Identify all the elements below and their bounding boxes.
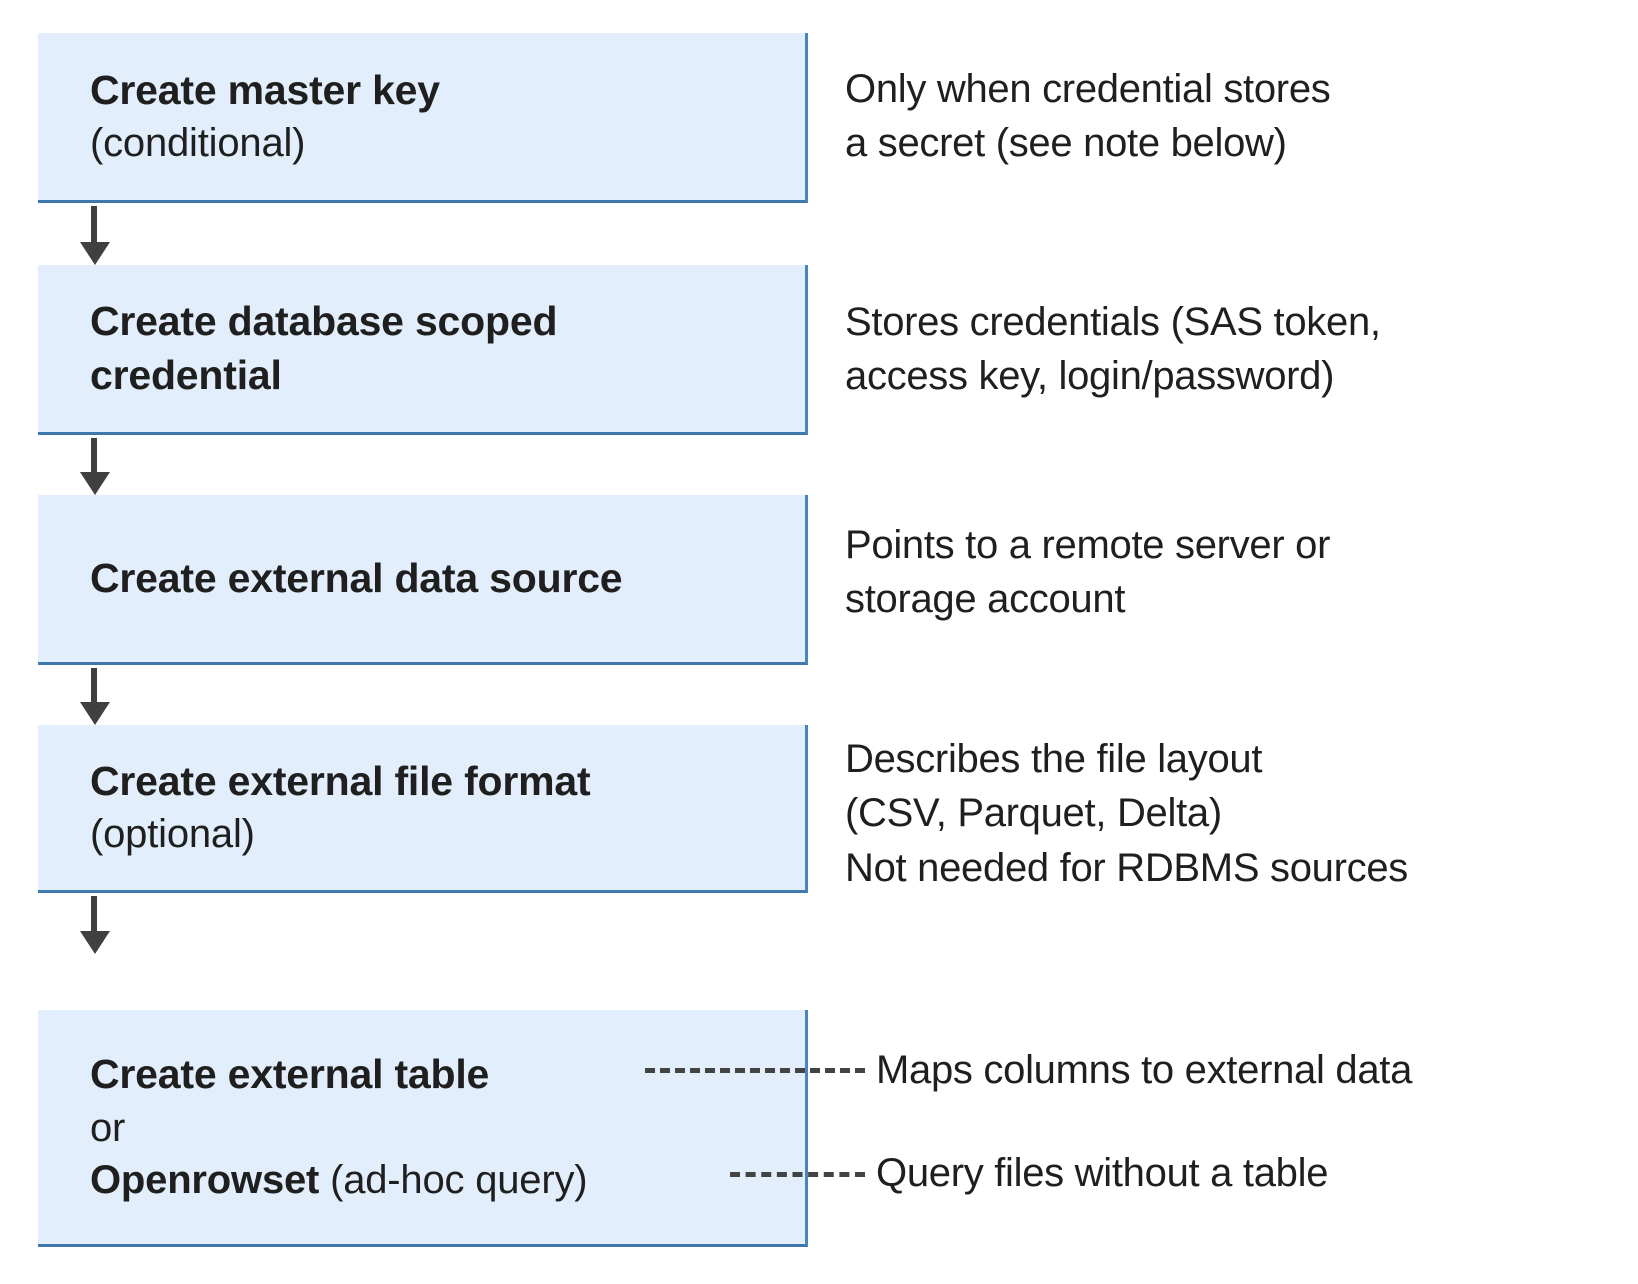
annotation-create-external-table: Maps columns to external data xyxy=(876,1043,1638,1097)
step-title: Create external file format xyxy=(90,757,591,804)
flow-arrow-down-icon xyxy=(80,896,110,954)
step-text-block: Create database scoped credential xyxy=(38,295,805,402)
step-alt-title: Openrowset xyxy=(90,1157,320,1202)
step-title: Create external data source xyxy=(90,554,623,601)
annotation-line: Describes the file layout xyxy=(845,737,1263,781)
step-subtitle: (optional) xyxy=(90,812,255,857)
annotation-line: Stores credentials (SAS token, xyxy=(845,300,1381,344)
step-title: Create master key xyxy=(90,66,440,113)
step-title-line-2: credential xyxy=(90,351,282,398)
step-text-block: Create external file format (optional) xyxy=(38,755,805,860)
annotation-line: storage account xyxy=(845,577,1126,622)
annotation-line: a secret (see note below) xyxy=(845,121,1287,166)
annotation-openrowset: Query files without a table xyxy=(876,1146,1638,1200)
flow-arrow-down-icon xyxy=(80,206,110,265)
annotation-line: Not needed for RDBMS sources xyxy=(845,845,1408,890)
dashed-connector-external-table xyxy=(645,1068,865,1073)
annotation-line: Query files without a table xyxy=(876,1151,1329,1195)
step-text-block: Create master key (conditional) xyxy=(38,64,805,169)
step-subtitle: (conditional) xyxy=(90,121,306,166)
annotation-create-external-data-source: Points to a remote server or storage acc… xyxy=(845,518,1625,627)
flow-arrow-down-icon xyxy=(80,668,110,725)
annotation-line: Maps columns to external data xyxy=(876,1048,1413,1092)
step-alt-title-row: Openrowset (ad-hoc query) xyxy=(90,1154,789,1206)
flow-arrow-down-icon xyxy=(80,438,110,495)
annotation-line: Only when credential stores xyxy=(845,67,1331,111)
step-alt-suffix: (ad-hoc query) xyxy=(319,1157,588,1202)
annotation-line: access key, login/password) xyxy=(845,354,1335,399)
step-box-create-database-scoped-credential[interactable]: Create database scoped credential xyxy=(38,265,808,435)
step-box-create-external-table-or-openrowset[interactable]: Create external table or Openrowset (ad-… xyxy=(38,1010,808,1247)
step-box-create-master-key[interactable]: Create master key (conditional) xyxy=(38,33,808,203)
annotation-create-external-file-format: Describes the file layout (CSV, Parquet,… xyxy=(845,732,1625,895)
annotation-create-database-scoped-credential: Stores credentials (SAS token, access ke… xyxy=(845,295,1625,404)
annotation-line: Points to a remote server or xyxy=(845,523,1331,567)
step-box-create-external-data-source[interactable]: Create external data source xyxy=(38,495,808,665)
step-title: Create external table xyxy=(90,1051,490,1098)
annotation-line: (CSV, Parquet, Delta) xyxy=(845,791,1222,836)
annotation-create-master-key: Only when credential stores a secret (se… xyxy=(845,62,1625,171)
step-text-block: Create external table or Openrowset (ad-… xyxy=(38,1048,805,1205)
step-box-create-external-file-format[interactable]: Create external file format (optional) xyxy=(38,725,808,893)
step-title-line-1: Create database scoped xyxy=(90,298,558,345)
step-text-block: Create external data source xyxy=(38,552,805,605)
dashed-connector-openrowset xyxy=(730,1172,865,1177)
step-or-label: or xyxy=(90,1105,126,1150)
